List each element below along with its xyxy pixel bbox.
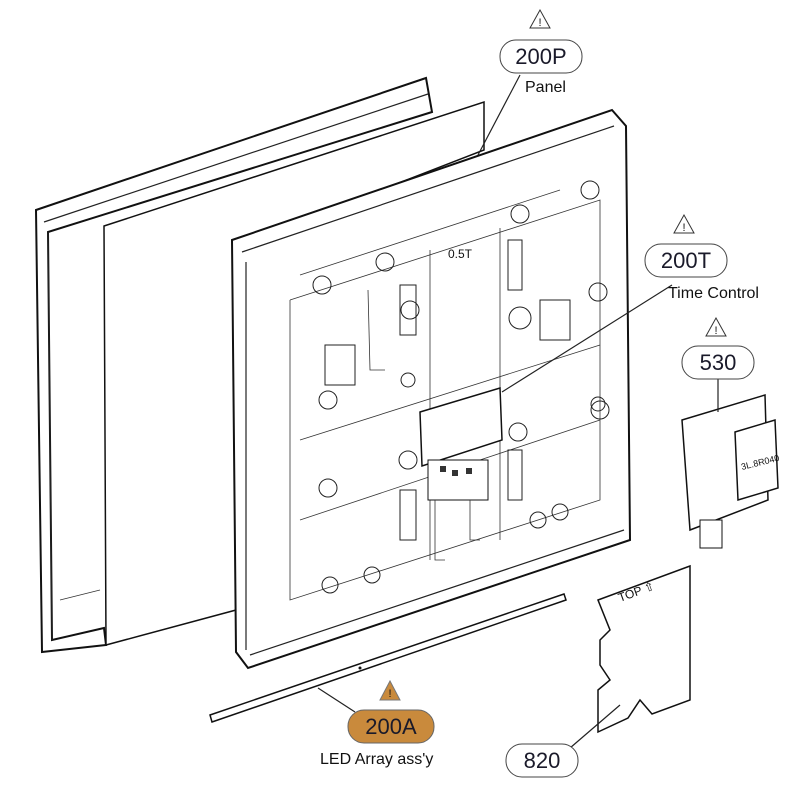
warning-icon: ! bbox=[379, 679, 401, 701]
part-code: 200P bbox=[515, 44, 566, 69]
part-code: 530 bbox=[700, 350, 737, 375]
part-name: Panel bbox=[525, 79, 566, 96]
part-code: 200A bbox=[365, 714, 417, 739]
svg-text:!: ! bbox=[538, 17, 541, 29]
leader-lines bbox=[317, 74, 719, 749]
callout-200a[interactable]: ! 200A LED Array ass'y bbox=[320, 679, 435, 768]
led-array-strip bbox=[209, 593, 567, 723]
warning-icon: ! bbox=[673, 213, 695, 234]
tcon-board bbox=[419, 387, 503, 561]
module-530: 3L.8R040 bbox=[681, 393, 780, 549]
part-code: 200T bbox=[661, 248, 711, 273]
callout-200p[interactable]: ! 200P Panel bbox=[499, 8, 583, 96]
sheet-820: TOP ⇧ bbox=[597, 564, 691, 734]
svg-text:!: ! bbox=[682, 222, 685, 234]
backlight-chassis: 0.5T bbox=[230, 108, 632, 670]
callout-530[interactable]: ! 530 bbox=[681, 316, 755, 380]
part-code: 820 bbox=[524, 748, 561, 773]
callout-820[interactable]: 820 bbox=[505, 743, 579, 778]
svg-text:!: ! bbox=[388, 688, 391, 700]
svg-text:!: ! bbox=[714, 325, 717, 337]
chassis-thickness-mark: 0.5T bbox=[448, 247, 473, 261]
front-bezel bbox=[34, 76, 434, 654]
warning-icon: ! bbox=[529, 8, 551, 29]
callout-200t[interactable]: ! 200T Time Control bbox=[644, 213, 759, 302]
part-name: LED Array ass'y bbox=[320, 751, 433, 768]
warning-icon: ! bbox=[705, 316, 727, 337]
part-name: Time Control bbox=[668, 285, 759, 302]
